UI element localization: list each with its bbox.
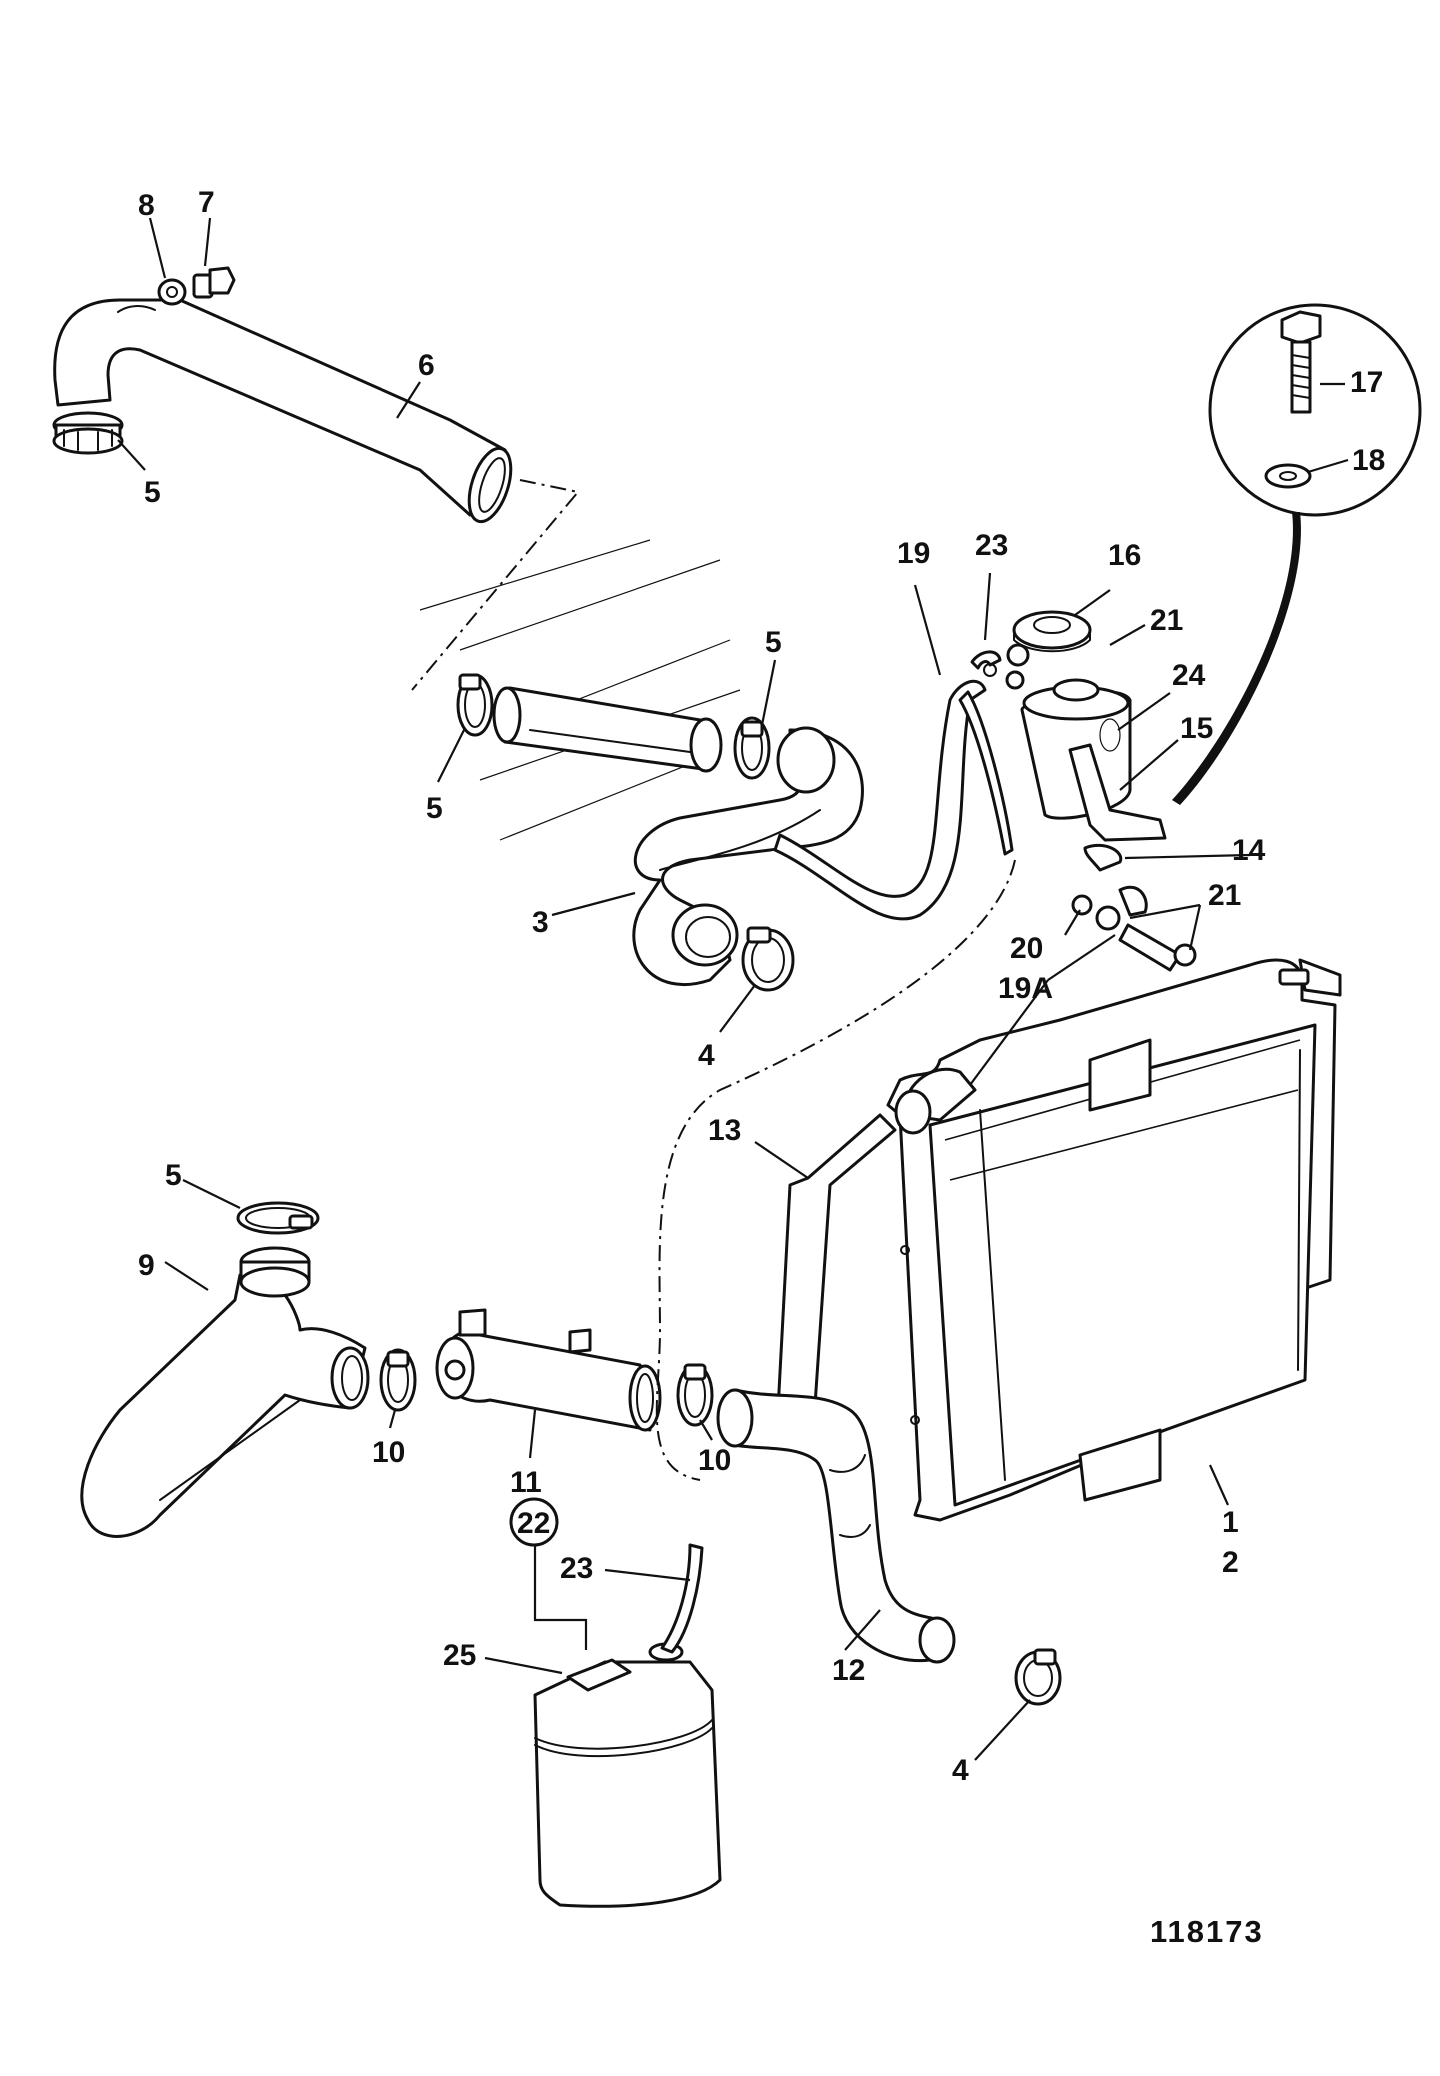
hose-connector <box>492 686 723 773</box>
clamp-10-left <box>379 1348 417 1412</box>
callout-17: 17 <box>1350 366 1383 399</box>
clamp-5-mid-right <box>733 716 771 780</box>
callout-22-ring <box>509 1497 559 1547</box>
callout-5: 5 <box>765 626 782 659</box>
radiator-neck <box>894 1067 977 1135</box>
callout-3: 3 <box>532 906 549 939</box>
callout-23: 23 <box>560 1552 593 1585</box>
cap-16 <box>1012 610 1092 653</box>
callout-11: 11 <box>510 1466 542 1499</box>
callout-5: 5 <box>165 1159 182 1192</box>
callout-19A: 19A <box>998 972 1053 1005</box>
nut-21-upper <box>983 643 1030 690</box>
callout-5: 5 <box>144 476 161 509</box>
detail-inset <box>1172 303 1422 805</box>
callout-12: 12 <box>832 1654 865 1687</box>
callout-4: 4 <box>952 1754 969 1787</box>
washer-18 <box>1264 463 1312 489</box>
callout-23: 23 <box>975 529 1008 562</box>
upper-hose-6 <box>53 298 513 524</box>
molded-hose-3 <box>632 726 864 987</box>
lower-hose-12 <box>716 1388 956 1664</box>
callout-10: 10 <box>698 1444 731 1477</box>
clamp-10-right <box>676 1363 714 1427</box>
overflow-bottle-25 <box>533 1642 722 1908</box>
drawing-number: 118173 <box>1150 1914 1264 1949</box>
fitting-21-lower <box>1095 886 1197 972</box>
leader-lines <box>117 217 1349 1761</box>
washer-8 <box>157 278 187 306</box>
callout-1: 1 <box>1222 1506 1239 1539</box>
callout-21: 21 <box>1208 879 1241 912</box>
hose-9 <box>80 1246 370 1538</box>
callout-18: 18 <box>1352 444 1385 477</box>
callout-5: 5 <box>426 792 443 825</box>
clamp-5-top-left <box>52 411 124 455</box>
callout-6: 6 <box>418 349 435 382</box>
callout-10: 10 <box>372 1436 405 1469</box>
callout-15: 15 <box>1180 712 1213 745</box>
callout-13: 13 <box>708 1114 741 1147</box>
callout-8: 8 <box>138 189 155 222</box>
callout-22: 22 <box>517 1507 550 1540</box>
small-hose-23-upper <box>970 650 1002 670</box>
callout-16: 16 <box>1108 539 1141 572</box>
callout-24: 24 <box>1172 659 1206 692</box>
pipe-13 <box>776 1113 897 1420</box>
callout-4: 4 <box>698 1039 715 1072</box>
clamp-5-mid-left <box>456 673 494 737</box>
clamp-5-lower-left <box>236 1201 320 1235</box>
callout-21: 21 <box>1150 604 1183 637</box>
callout-2: 2 <box>1222 1546 1239 1579</box>
pipe-11 <box>435 1308 662 1432</box>
callout-25: 25 <box>443 1639 476 1672</box>
hose-19 <box>773 679 1014 921</box>
radiator-1-2 <box>886 958 1342 1522</box>
plug-7 <box>192 266 236 299</box>
bolt-17 <box>1280 310 1322 414</box>
clip-14 <box>1083 843 1123 872</box>
callout-19: 19 <box>897 537 930 570</box>
clamp-4-lower <box>1014 1648 1062 1706</box>
callout-7: 7 <box>198 186 215 219</box>
fitting-20 <box>1071 894 1093 916</box>
bracket-15 <box>1068 743 1167 842</box>
callout-9: 9 <box>138 1249 155 1282</box>
callout-14: 14 <box>1232 834 1266 867</box>
hose-23-lower <box>660 1543 704 1654</box>
clamp-4-upper <box>741 926 795 992</box>
callout-20: 20 <box>1010 932 1043 965</box>
callout-labels: 8 7 6 5 5 5 3 4 19 23 16 21 24 15 14 21 … <box>138 186 1385 1949</box>
